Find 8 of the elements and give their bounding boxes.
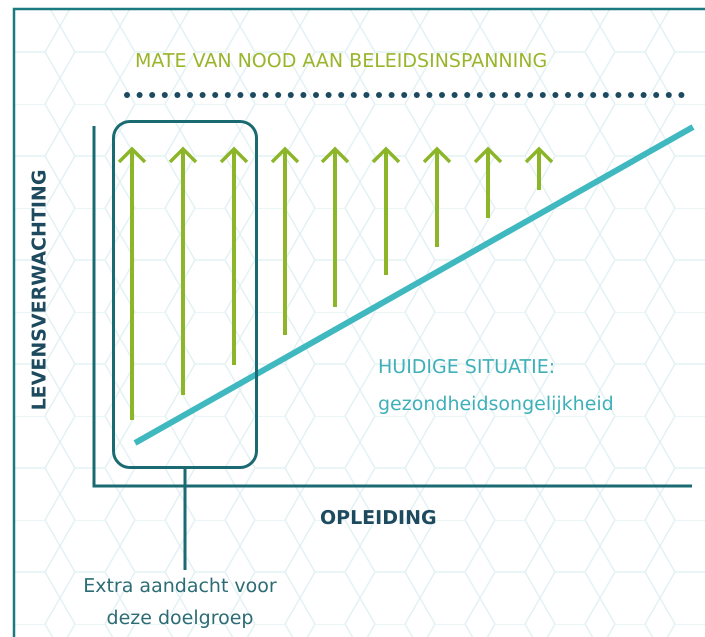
axis-title: LEVENSVERWACHTING xyxy=(30,170,50,410)
callout-text: Extra aandacht voor deze doelgroep xyxy=(60,570,300,635)
highlight-box xyxy=(112,120,258,469)
series-label: gezondheidsongelijkheid xyxy=(378,395,614,414)
series-label: HUIDIGE SITUATIE: xyxy=(378,358,556,377)
axis-title: OPLEIDING xyxy=(320,509,437,528)
leader-line xyxy=(184,469,186,570)
chart-heading: MATE VAN NOOD AAN BELEIDSINSPANNING xyxy=(135,52,548,71)
